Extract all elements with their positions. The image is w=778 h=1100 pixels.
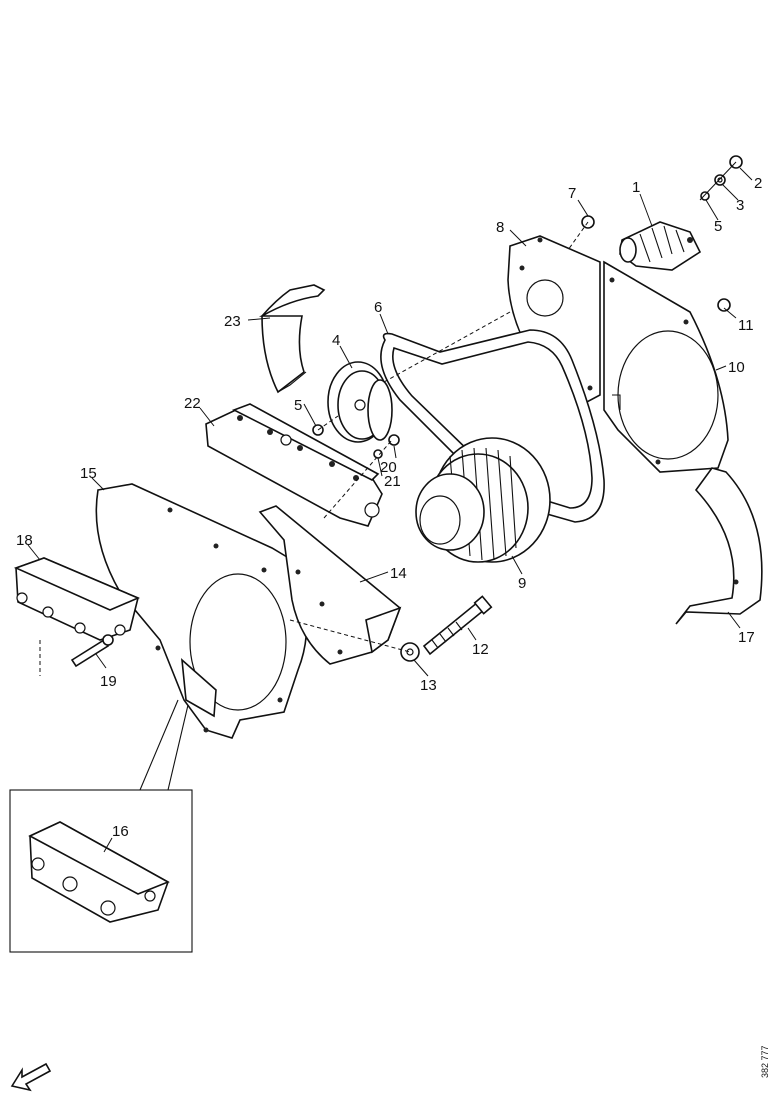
callout-16: 16 bbox=[112, 823, 129, 840]
callouts: 1 2 3 5 7 8 11 10 6 23 4 5 22 20 21 15 9… bbox=[16, 175, 762, 840]
bracket-bar-22 bbox=[205, 403, 383, 527]
guard-23 bbox=[258, 284, 326, 394]
callout-13: 13 bbox=[420, 677, 437, 694]
assembly-lines bbox=[39, 221, 589, 676]
angle-bracket-14 bbox=[258, 505, 402, 665]
detail-inset bbox=[9, 699, 193, 953]
callout-leaders bbox=[27, 167, 753, 853]
callout-10: 10 bbox=[728, 359, 745, 376]
bolt-12 bbox=[422, 595, 493, 656]
callout-17: 17 bbox=[738, 629, 755, 646]
orientation-arrow-icon bbox=[10, 1062, 52, 1092]
screw-19 bbox=[70, 634, 114, 668]
callout-19: 19 bbox=[100, 673, 117, 690]
callout-4: 4 bbox=[332, 332, 340, 349]
mounting-block-18 bbox=[13, 557, 141, 641]
callout-9: 9 bbox=[518, 575, 526, 592]
callout-20: 20 bbox=[380, 459, 397, 476]
callout-7: 7 bbox=[568, 185, 576, 202]
callout-2: 2 bbox=[754, 175, 762, 192]
callout-11: 11 bbox=[738, 317, 754, 334]
callout-22: 22 bbox=[184, 395, 201, 412]
reference-code: 382 777 bbox=[760, 1045, 770, 1078]
guard-17 bbox=[675, 467, 763, 625]
callout-5a: 5 bbox=[714, 218, 722, 235]
callout-5b: 5 bbox=[294, 397, 302, 414]
side-plate-10 bbox=[603, 260, 729, 473]
drive-belt-6 bbox=[380, 329, 605, 523]
callout-15: 15 bbox=[80, 465, 97, 482]
nut-11 bbox=[717, 298, 731, 312]
callout-23: 23 bbox=[224, 313, 241, 330]
callout-1: 1 bbox=[632, 179, 640, 196]
callout-6: 6 bbox=[374, 299, 382, 316]
mounting-plate-8 bbox=[507, 235, 601, 404]
washer-21 bbox=[373, 449, 383, 459]
callout-14: 14 bbox=[390, 565, 407, 582]
drive-pulley-9 bbox=[415, 437, 551, 563]
gearbox-plate-15 bbox=[95, 483, 308, 739]
hardware-2-3-5 bbox=[699, 155, 743, 201]
callout-21: 21 bbox=[384, 473, 401, 490]
callout-12: 12 bbox=[472, 641, 489, 658]
callout-18: 18 bbox=[16, 532, 33, 549]
actuator-motor-1 bbox=[619, 221, 702, 271]
nut-13-hole bbox=[406, 648, 414, 656]
nut-20 bbox=[388, 434, 400, 446]
callout-3: 3 bbox=[736, 197, 744, 214]
callout-8: 8 bbox=[496, 219, 504, 236]
pulley-4 bbox=[327, 361, 393, 443]
